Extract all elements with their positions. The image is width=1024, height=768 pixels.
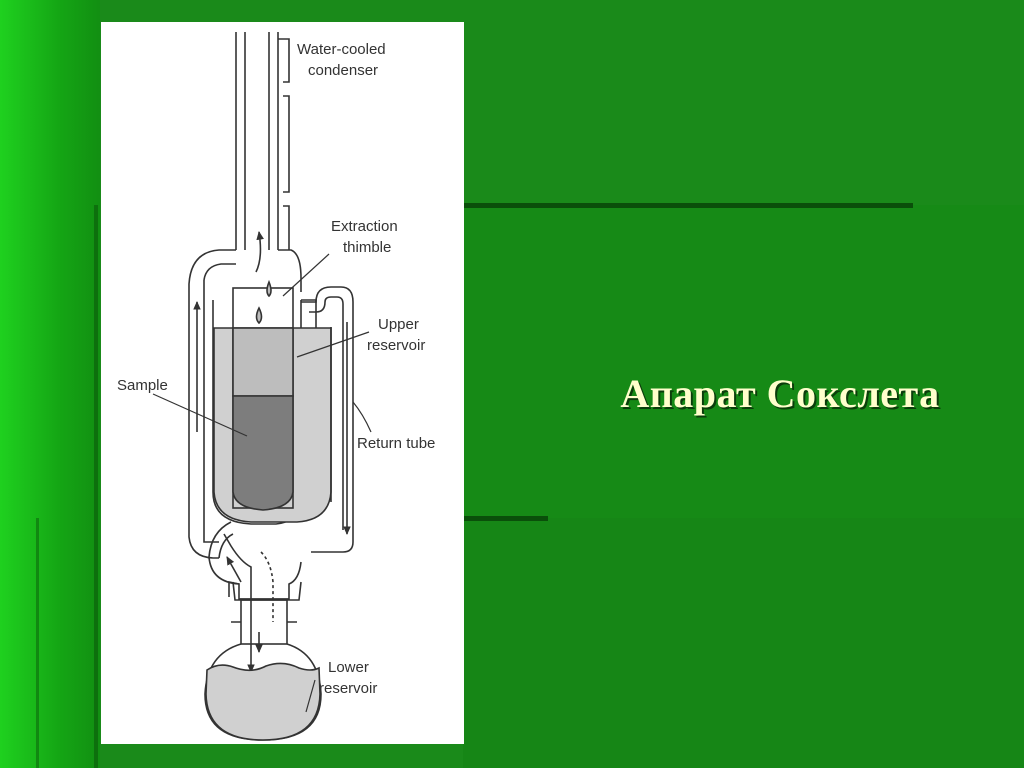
flask-neck [223, 533, 302, 673]
label-return-tube: Return tube [357, 435, 435, 452]
sample-solid [232, 395, 294, 511]
label-lower-1: Lower [328, 659, 369, 676]
droplet-1 [266, 279, 272, 298]
label-upper-1: Upper [378, 316, 419, 333]
decor-band-mid [463, 516, 548, 521]
soxhlet-diagram: Water-cooled condenser Extraction thimbl… [101, 22, 464, 744]
condenser [235, 32, 290, 250]
extraction-thimble [232, 287, 294, 511]
soxhlet-diagram-svg: Water-cooled condenser Extraction thimbl… [117, 32, 435, 741]
flask-connector [208, 521, 302, 600]
leader-lines [152, 253, 372, 713]
label-thimble-2: thimble [343, 239, 391, 256]
lower-reservoir-flask [204, 643, 322, 741]
decor-band-top [463, 203, 913, 208]
slide-title: Апарат Сокслета [620, 371, 940, 416]
droplet-2 [255, 306, 263, 325]
label-lower-2: reservoir [319, 680, 377, 697]
label-condenser-2: condenser [308, 62, 378, 79]
label-upper-2: reservoir [367, 337, 425, 354]
label-condenser-1: Water-cooled [297, 41, 386, 58]
lower-reservoir-liquid [205, 662, 321, 741]
return-tube [301, 286, 354, 553]
vapour-arrow [255, 231, 264, 273]
label-thimble-1: Extraction [331, 218, 398, 235]
label-sample: Sample [117, 377, 168, 394]
